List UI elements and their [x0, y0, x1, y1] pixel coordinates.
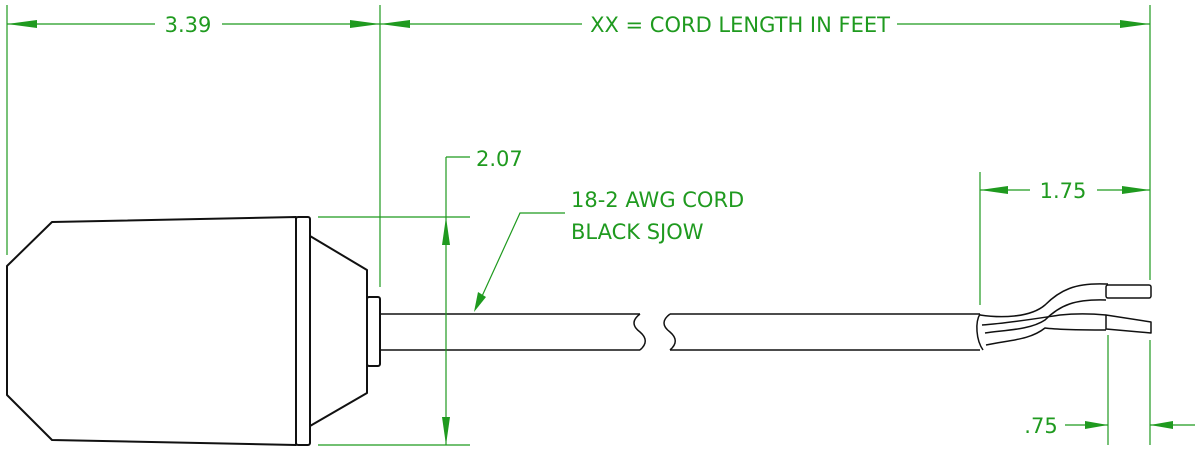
dim-body-length: 3.39 [165, 13, 212, 37]
dim-cord-length: XX = CORD LENGTH IN FEET [590, 13, 890, 37]
dim-wire-strip: .75 [1024, 414, 1057, 438]
dimension-lines [6, 5, 1195, 446]
callout-cord-jacket: BLACK SJOW [571, 220, 704, 244]
plug-body [6, 216, 381, 446]
cord [380, 283, 1152, 351]
dim-strip-length: 1.75 [1040, 179, 1087, 203]
dim-body-height: 2.07 [476, 147, 523, 171]
callout-cord-type: 18-2 AWG CORD [571, 188, 744, 212]
